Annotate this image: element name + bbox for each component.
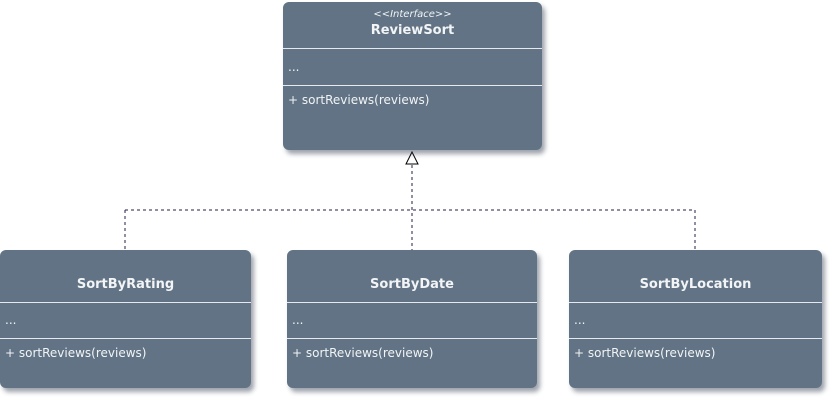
- attributes: ...: [5, 313, 17, 327]
- class-name: SortByLocation: [639, 277, 752, 292]
- attributes: ...: [574, 313, 586, 327]
- divider: [283, 48, 542, 49]
- method: + sortReviews(reviews): [292, 346, 434, 360]
- method: + sortReviews(reviews): [574, 346, 716, 360]
- method: + sortReviews(reviews): [288, 93, 430, 107]
- divider: [287, 338, 537, 339]
- divider: [0, 338, 251, 339]
- class-name: SortByRating: [76, 277, 175, 292]
- class-sort-by-location[interactable]: SortByLocation ... + sortReviews(reviews…: [569, 250, 822, 388]
- divider: [569, 338, 822, 339]
- method: + sortReviews(reviews): [5, 346, 147, 360]
- attributes: ...: [292, 313, 304, 327]
- interface-review-sort[interactable]: <<Interface>> ReviewSort ... + sortRevie…: [283, 2, 542, 150]
- class-name: SortByDate: [370, 277, 454, 292]
- class-sort-by-rating[interactable]: SortByRating ... + sortReviews(reviews): [0, 250, 251, 388]
- stereotype-label: <<Interface>>: [373, 9, 452, 20]
- divider: [569, 302, 822, 303]
- attributes: ...: [288, 60, 300, 74]
- realization-arrowhead: [405, 150, 419, 165]
- divider: [283, 85, 542, 86]
- divider: [0, 302, 251, 303]
- class-sort-by-date[interactable]: SortByDate ... + sortReviews(reviews): [287, 250, 537, 388]
- divider: [287, 302, 537, 303]
- class-name: ReviewSort: [370, 23, 455, 38]
